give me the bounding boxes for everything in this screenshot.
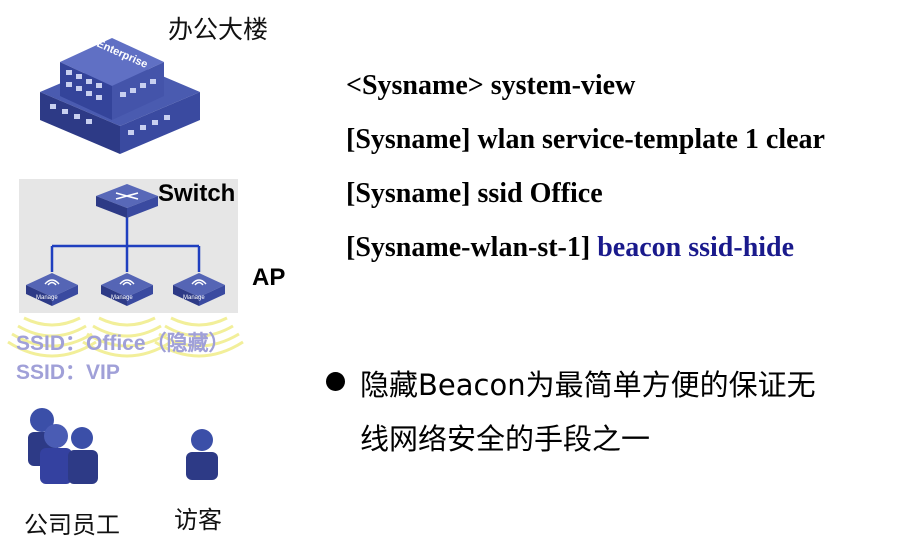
command-line-4-prefix: [Sysname-wlan-st-1] (346, 232, 598, 263)
access-point-icon: Manage (26, 273, 78, 306)
ap-label: AP (252, 264, 286, 291)
svg-text:Manage: Manage (183, 295, 205, 301)
command-line-4: [Sysname-wlan-st-1] beacon ssid-hide (346, 232, 794, 264)
note-line-1: 隐藏Beacon为最简单方便的保证无 (360, 368, 816, 402)
command-line-2: [Sysname] wlan service-template 1 clear (346, 124, 825, 155)
switch-icon (96, 184, 158, 218)
signal-waves (7, 316, 244, 358)
switch-label: Switch (158, 180, 236, 207)
building-label: 办公大楼 (168, 15, 269, 44)
visitor-icon (186, 429, 218, 480)
access-point-icon: Manage (173, 273, 225, 306)
ssid-vip-label: SSID：VIP (16, 361, 120, 384)
svg-text:Manage: Manage (111, 295, 133, 301)
ssid-office-label: SSID：Office（隐藏） (16, 332, 230, 355)
svg-text:Manage: Manage (36, 295, 58, 301)
command-line-3: [Sysname] ssid Office (346, 178, 603, 209)
visitor-label: 访客 (174, 506, 222, 534)
note-line-2: 线网络安全的手段之一 (360, 422, 651, 456)
employee-label: 公司员工 (24, 511, 120, 539)
employees-group-icon (28, 408, 98, 484)
command-line-4-highlight: beacon ssid-hide (597, 232, 795, 263)
command-line-1: <Sysname> system-view (346, 70, 636, 101)
access-point-icon: Manage (101, 273, 153, 306)
enterprise-building-icon: Enterprise (40, 38, 200, 154)
bullet-dot (326, 372, 345, 391)
